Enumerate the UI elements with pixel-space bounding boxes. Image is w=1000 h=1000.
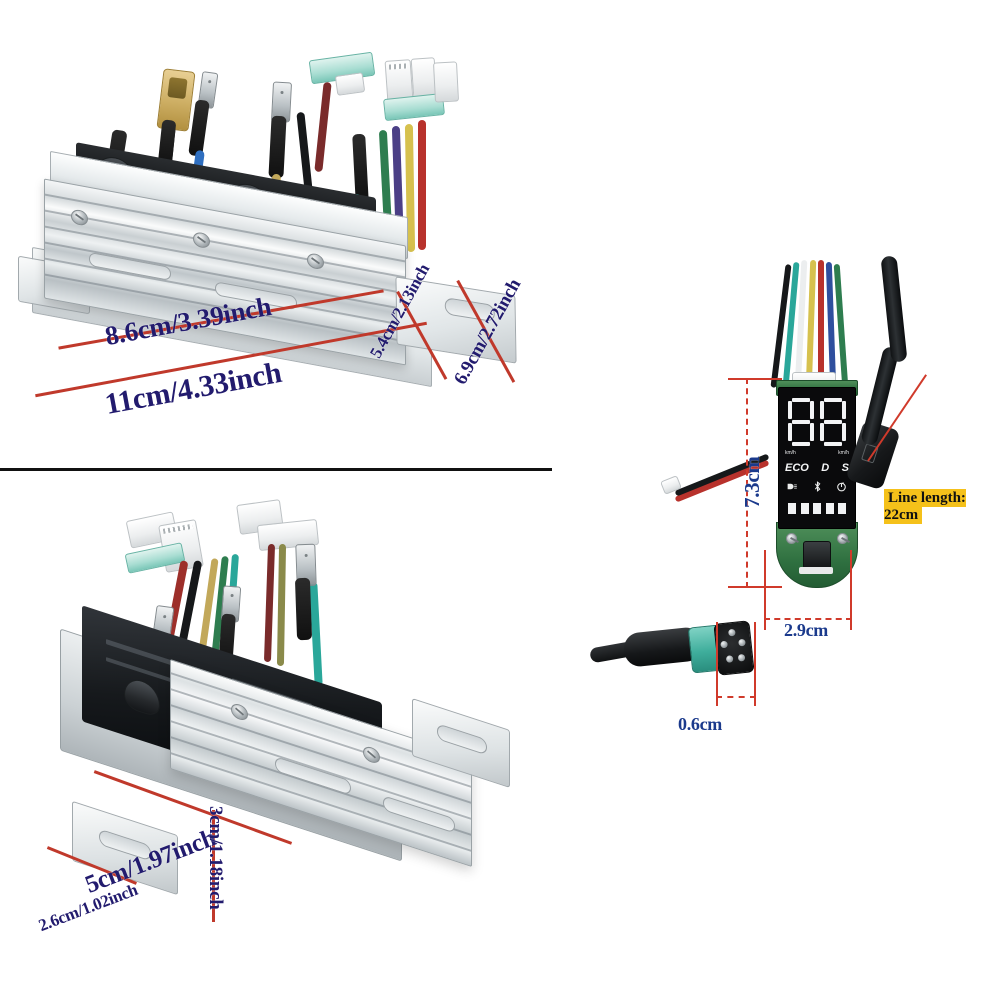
dim-tick-width-right: [850, 606, 852, 630]
connector-pin: [725, 655, 734, 663]
dim-tick-conn-right: [754, 688, 756, 706]
controller-angled-view: [20, 486, 540, 956]
mode-d: D: [821, 462, 830, 474]
wire-red-2: [418, 120, 426, 250]
wire-boot-blue: [188, 99, 210, 157]
pcb-pad-2: [837, 533, 848, 544]
status-icon-row: [786, 480, 848, 493]
pcb-pad-1: [786, 533, 797, 544]
jst-connector-white-4: [432, 61, 460, 103]
connector-pin-face: [713, 620, 755, 676]
housing-screw-2: [193, 231, 210, 250]
connector-pin: [737, 653, 746, 662]
display-wire-red: [818, 260, 824, 388]
battery-bar: [800, 503, 809, 514]
connector-pin: [728, 628, 736, 637]
mounting-slot-3: [437, 723, 487, 756]
connector-pin: [738, 638, 746, 647]
power-button[interactable]: [803, 541, 831, 569]
housing2-screw-1: [231, 701, 248, 723]
lock-icon: [837, 482, 846, 492]
label-connector-diameter: 0.6cm: [678, 714, 722, 734]
lcd-dashboard: km/h km/h ECO D S: [600, 250, 1000, 670]
digit-tens: [788, 398, 814, 446]
digit-ones: [820, 398, 846, 446]
wire2-olive: [276, 543, 287, 667]
housing2-screw-2: [363, 744, 380, 766]
battery-bar: [825, 503, 834, 514]
controller-front-view: [14, 34, 534, 454]
label-body-height: 3cm/1.18inch: [205, 806, 226, 910]
callout-cable-length-text: Line length: 22cm: [884, 489, 966, 524]
pcb-white-pad: [799, 567, 833, 574]
housing-screw-1: [71, 208, 88, 227]
jst2-pin-row: [162, 523, 194, 534]
dim-conn-left: [716, 622, 718, 696]
headlight-icon: [787, 483, 797, 490]
battery-bar: [838, 503, 846, 514]
jst-pin-row: [388, 63, 408, 70]
sublabel-right: km/h: [838, 450, 849, 456]
sublabel-left: km/h: [785, 450, 796, 456]
pcb-bottom-round: [776, 522, 858, 588]
dim-tick-conn-left: [716, 688, 718, 706]
mode-s: S: [841, 462, 849, 474]
panel-divider: [0, 468, 552, 471]
dim-line-display-height: [746, 378, 748, 588]
display-main-cable-upper: [880, 255, 908, 363]
dim-line-conn-width: [716, 696, 756, 698]
dim-line-display-width: [764, 618, 852, 620]
bluetooth-icon: [814, 481, 820, 492]
dim-tick-width-left: [764, 606, 766, 630]
mode-indicator-row: ECO D S: [785, 462, 849, 474]
heatsink-slot-1: [89, 251, 171, 281]
dim-tick-height-bottom: [728, 586, 782, 588]
callout-cable-length: Line length: 22cm: [884, 489, 1000, 524]
mode-eco: ECO: [785, 462, 809, 474]
dim-tick-height-top: [728, 378, 782, 380]
connector-pin: [720, 640, 728, 649]
wire2-boot-3: [294, 577, 313, 641]
capacitor2-1: [124, 674, 160, 719]
display-wire-yellow: [805, 259, 817, 389]
label-display-height: 7.3cm: [740, 456, 764, 508]
battery-bar-row: [788, 503, 846, 514]
battery-bar: [813, 503, 821, 514]
jst-connector-white-1: [334, 72, 366, 96]
digit-group: [785, 394, 849, 450]
label-display-width: 2.9cm: [784, 620, 828, 640]
display-wire-green: [833, 263, 849, 389]
wire2-darkred: [263, 543, 276, 663]
dim-edge-right: [850, 550, 852, 608]
lcd-screen: km/h km/h ECO D S: [778, 387, 856, 529]
wire-darkred: [314, 81, 332, 173]
dim-arrow-body-height: [212, 810, 215, 922]
digit-sublabels: km/h km/h: [785, 450, 849, 456]
dim-conn-right: [754, 622, 756, 696]
motor-connector-photo: [589, 608, 810, 728]
dim-edge-left: [764, 550, 766, 608]
housing-screw-3: [307, 252, 324, 271]
battery-bar: [788, 503, 796, 514]
wire-boot-yellow: [268, 115, 287, 179]
